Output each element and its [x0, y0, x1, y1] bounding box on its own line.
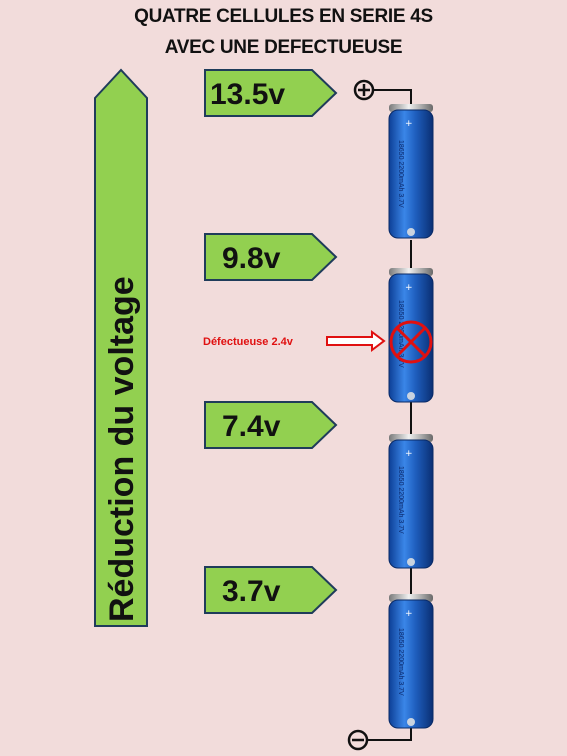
title-line-2: AVEC UNE DEFECTUEUSE [164, 37, 403, 58]
battery-cell-1: + 18650 2200mAh 3.7V [388, 104, 434, 239]
cell-label-3: 18650 2200mAh 3.7V [397, 466, 404, 534]
voltage-label-1: 13.5v [210, 78, 285, 111]
defect-label: Défectueuse 2.4v [203, 336, 294, 348]
svg-text:+: + [405, 449, 413, 459]
title-line-1: QUATRE CELLULES EN SERIE 4S [134, 6, 433, 27]
wiring [368, 89, 412, 741]
voltage-label-3: 7.4v [222, 410, 281, 443]
cell-label-1: 18650 2200mAh 3.7V [397, 140, 404, 208]
voltage-tag-3: 7.4v [204, 401, 338, 449]
cell-label-2: 18650 2200mAh 3.7V [397, 300, 404, 368]
battery-cell-2: + 18650 2200mAh 3.7V [388, 268, 434, 403]
battery-cell-4: + 18650 2200mAh 3.7V [388, 594, 434, 729]
defect-pointer-arrow [326, 330, 386, 352]
voltage-label-4: 3.7v [222, 575, 281, 608]
svg-text:+: + [405, 283, 413, 293]
arrow-label: Réduction du voltage [103, 276, 141, 622]
voltage-reduction-arrow: Réduction du voltage [94, 68, 148, 627]
voltage-tag-1: 13.5v [204, 69, 338, 117]
negative-terminal-icon [347, 729, 369, 751]
svg-text:+: + [405, 119, 413, 129]
cell-label-4: 18650 2200mAh 3.7V [397, 628, 404, 696]
svg-text:+: + [405, 609, 413, 619]
battery-cell-3: + 18650 2200mAh 3.7V [388, 434, 434, 569]
voltage-label-2: 9.8v [222, 242, 281, 275]
defect-x-icon [389, 320, 433, 364]
voltage-tag-2: 9.8v [204, 233, 338, 281]
positive-terminal-icon [353, 79, 375, 101]
voltage-tag-4: 3.7v [204, 566, 338, 614]
